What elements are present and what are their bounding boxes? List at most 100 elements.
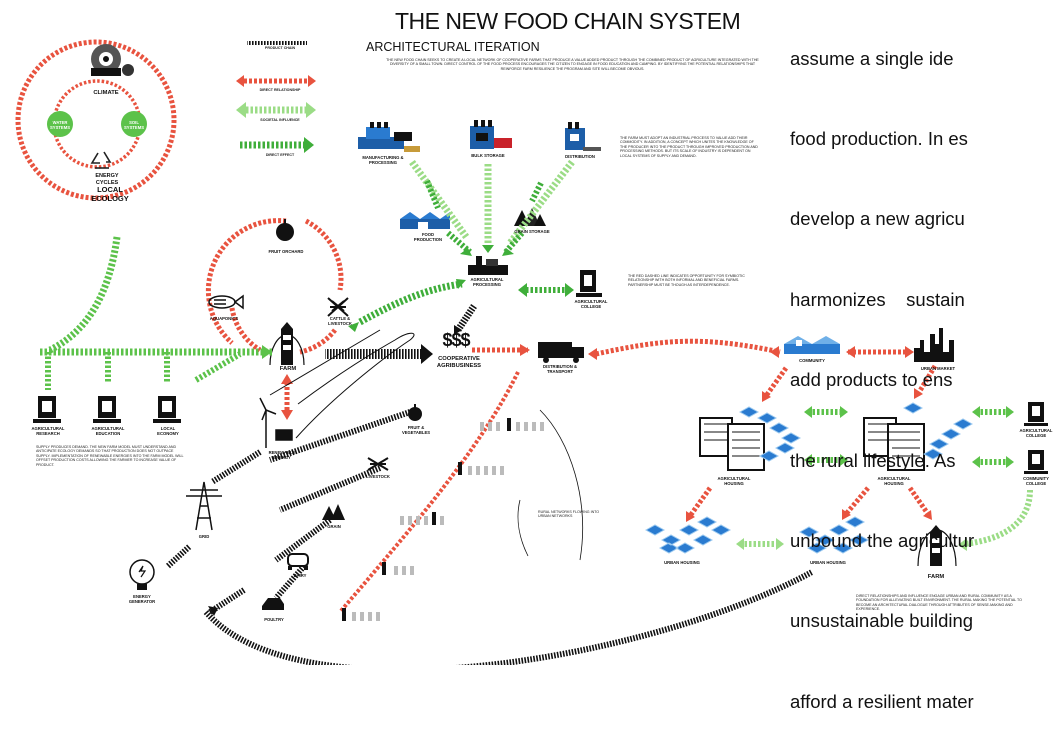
ecology-cycle (15, 39, 177, 201)
fish-icon (208, 294, 244, 310)
apple-icon (276, 219, 294, 241)
orchard-label: FRUIT ORCHARD (268, 249, 304, 254)
farm-right-silo-icon (917, 525, 957, 567)
arrowheads-housing (804, 406, 848, 466)
grain-label: GRAIN STORAGE (514, 229, 550, 234)
urban-down (915, 364, 938, 396)
book3-label: LOCAL ECONOMY (157, 426, 179, 436)
ecology-to-books (48, 236, 121, 354)
factory-mid-icon (470, 120, 512, 149)
soil-node (121, 111, 147, 137)
arrowhead-comm-down (762, 391, 771, 402)
people-black (342, 418, 511, 621)
housing-right-label: AGRICULTURAL HOUSING (877, 476, 911, 486)
processing-label: AGRICULTURAL PROCESSING (470, 277, 504, 287)
grid-label: GRID (198, 534, 210, 539)
urban-skyline-icon (914, 328, 954, 362)
arrowhead-truck (520, 344, 530, 356)
industrial-note: THE FARM MUST ADOPT AN INDUSTRIAL PROCES… (620, 136, 758, 158)
processing-icon (468, 256, 508, 275)
warehouse-label: FOOD PRODUCTION (413, 232, 443, 242)
book-mid-icon (576, 270, 602, 297)
legend-product-chain: PRODUCT CHAIN (264, 46, 296, 50)
housing-right-down (844, 486, 870, 516)
grain-low-label: GRAIN (327, 524, 341, 529)
farm-right-label: FARM (927, 574, 945, 580)
farm-silo-icon (269, 322, 305, 366)
top-arrows (409, 159, 575, 255)
arrowhead-hl (686, 511, 695, 522)
book-r1-icon (1024, 402, 1048, 426)
water-label: WATER SYSTEMS (49, 120, 70, 130)
college-to-farm (963, 489, 1033, 547)
soil-label: SOIL SYSTEMS (123, 120, 144, 130)
poultry-icon (262, 598, 284, 610)
thin-link-2 (269, 329, 381, 396)
factory-mid-label: BULK STORAGE (471, 153, 505, 158)
energy-cycles-label: ENERGY CYCLES (95, 173, 119, 186)
apple-low-label: FRUIT & VEGETABLES (401, 425, 431, 435)
factory-left-label: MANUFACTURING & PROCESSING (362, 155, 404, 165)
arrowhead-hr (842, 509, 851, 520)
urban-housing-left-label: URBAN HOUSING (664, 560, 700, 565)
farm-processing-link (358, 280, 463, 326)
essay-line: unbound the agricultur (790, 529, 975, 551)
proc-to-coop (455, 304, 477, 332)
essay-line: food production. In es (790, 127, 968, 149)
local-ecology-label: LOCAL ECOLOGY (91, 185, 129, 203)
arrowhead-urban-down (914, 388, 923, 399)
arrowheads-fe (281, 374, 293, 420)
arrowhead-proc-coop (454, 325, 462, 335)
essay-line: assume a single ide (790, 47, 954, 69)
urban-housing-right-label: URBAN HOUSING (810, 560, 846, 565)
people-rows (352, 422, 544, 621)
truck-label: DISTRIBUTION & TRANSPORT (543, 364, 577, 374)
grid-tower-icon (186, 481, 222, 531)
page-subtitle: ARCHITECTURAL ITERATION (366, 40, 540, 54)
arrowhead-t (588, 348, 597, 360)
legend-societal-influence: SOCIETAL INFLUENCE (260, 118, 300, 122)
wind-turbine-icon (259, 397, 293, 448)
housing-left-down (687, 486, 713, 518)
book2-icon (93, 396, 121, 423)
book-r1-label: AGRICULTURAL COLLEGE (1019, 428, 1053, 438)
apple-low-icon (408, 404, 422, 421)
page-title: THE NEW FOOD CHAIN SYSTEM (395, 8, 741, 34)
book-r2-icon (1024, 450, 1048, 474)
coop-down-red (338, 371, 520, 614)
housing-right-icon (863, 417, 925, 471)
arrowhead-hf (923, 510, 932, 520)
book1-label: AGRICULTURAL RESEARCH (31, 426, 65, 436)
dairy-icon (287, 553, 309, 570)
college-mid-label: AGRICULTURAL COLLEGE (574, 299, 608, 309)
urban-label: URBAN MARKET (920, 366, 956, 371)
farm-to-coop (325, 349, 421, 359)
truck-to-community (595, 338, 781, 357)
book2-label: AGRICULTURAL EDUCATION (91, 426, 125, 436)
community-label: COMMUNITY (799, 358, 825, 363)
legend (236, 41, 316, 153)
housing-links (808, 409, 844, 463)
farm-label: FARM (279, 366, 297, 372)
truck-icon (538, 342, 584, 363)
housing-to-farm (907, 486, 931, 516)
water-node (47, 111, 73, 137)
red-dashed-note: THE RED DASHED LINE INDICATES OPPORTUNIT… (628, 274, 745, 287)
arrowhead-bottom (208, 606, 218, 616)
essay-line: the rural lifestyle. As (790, 449, 956, 471)
farm-cycle (205, 218, 344, 355)
climate-label: CLIMATE (93, 90, 119, 96)
essay-line: develop a new agricu (790, 208, 965, 230)
book3-icon (153, 396, 181, 423)
book-r2-label: COMMUNITY COLLEGE (1023, 476, 1049, 486)
essay-text: assume a single ide food production. In … (790, 0, 1057, 742)
books-links (45, 351, 242, 390)
recycle-icon (90, 151, 112, 169)
energy-label: RENEWABLE ENERGY (268, 450, 296, 460)
blue-cube-clusters (644, 402, 974, 554)
coop-symbol: $$$ (442, 330, 470, 350)
legend-direct-relationship: DIRECT RELATIONSHIP (259, 88, 301, 92)
book1-icon (33, 396, 61, 423)
coop-label: COOPERATIVE AGRIBUSINESS (436, 356, 482, 369)
dairy-label: DAIRY (293, 573, 307, 578)
